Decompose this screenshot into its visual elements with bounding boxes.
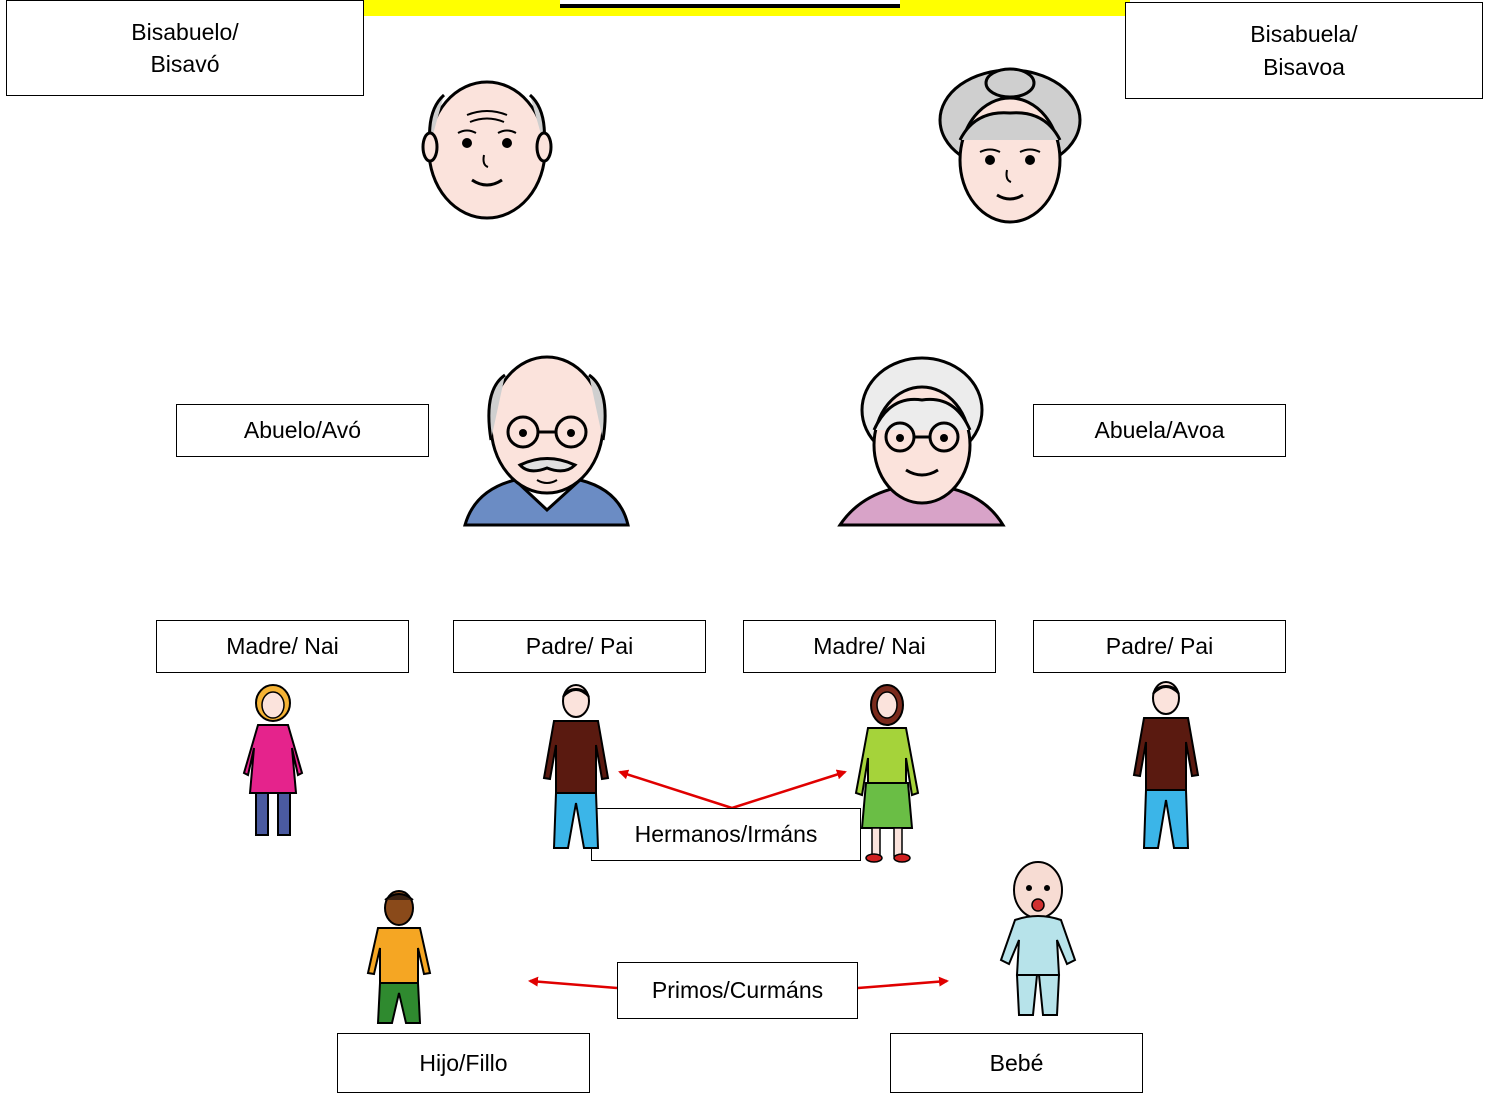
label-mother-left: Madre/ Nai — [156, 620, 409, 673]
man-brown-jacket-icon — [542, 684, 610, 849]
label-grandfather: Abuelo/Avó — [176, 404, 429, 457]
label-son: Hijo/Fillo — [337, 1033, 590, 1093]
boy-orange-shirt-icon — [366, 890, 432, 1024]
baby-icon — [999, 861, 1077, 1016]
woman-pink-dress-icon — [242, 684, 304, 836]
label-great-grandmother: Bisabuela/ Bisavoa — [1125, 2, 1483, 99]
label-baby: Bebé — [890, 1033, 1143, 1093]
grandmother-icon — [837, 356, 1006, 527]
label-cousins: Primos/Curmáns — [617, 962, 858, 1019]
label-siblings: Hermanos/Irmáns — [591, 808, 861, 861]
grandfather-icon — [463, 355, 630, 527]
label-grandmother: Abuela/Avoa — [1033, 404, 1286, 457]
man-brown-jacket-icon — [1132, 681, 1200, 849]
title-underline — [560, 0, 900, 8]
old-woman-face-icon — [938, 67, 1082, 224]
label-mother-right: Madre/ Nai — [743, 620, 996, 673]
siblings-arrows — [618, 769, 847, 810]
label-great-grandfather: Bisabuelo/ Bisavó — [6, 0, 364, 96]
label-father-left: Padre/ Pai — [453, 620, 706, 673]
woman-green-dress-icon — [854, 684, 920, 863]
old-man-face-icon — [421, 80, 553, 220]
label-father-right: Padre/ Pai — [1033, 620, 1286, 673]
